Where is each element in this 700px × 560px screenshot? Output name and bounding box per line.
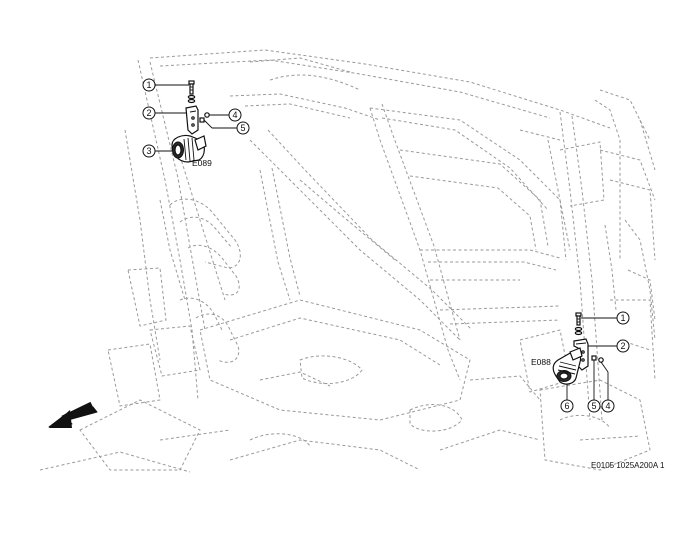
lower-nut <box>591 355 597 361</box>
upper-callout-connector-label: 3 <box>146 146 151 156</box>
upper-connector <box>171 134 207 163</box>
upper-callout-bracket: 2 <box>142 106 156 120</box>
lower-callout-connector-label: 6 <box>564 401 569 411</box>
upper-callout-nut-label: 5 <box>240 123 245 133</box>
lower-callout-bolt-label: 1 <box>620 313 625 323</box>
drawing-reference-code: E0105 1025A200A 1 <box>591 461 665 470</box>
upper-washer <box>204 112 210 118</box>
upper-callout-bracket-label: 2 <box>146 108 151 118</box>
upper-callout-washer: 4 <box>228 108 242 122</box>
lower-callout-bracket-label: 2 <box>620 341 625 351</box>
lower-callout-bolt: 1 <box>616 311 630 325</box>
upper-callout-bolt-label: 1 <box>146 80 151 90</box>
lower-callout-nut-label: 5 <box>591 401 596 411</box>
vehicle-frame-outline <box>39 49 656 473</box>
lower-callout-connector: 6 <box>560 399 574 413</box>
lower-callout-washer-label: 4 <box>605 401 610 411</box>
lower-bolt <box>575 312 582 326</box>
upper-nut <box>199 117 205 123</box>
upper-assembly: 1 2 3 4 5 E089 <box>142 78 250 168</box>
upper-bolt <box>188 80 195 95</box>
upper-callout-connector: 3 <box>142 144 156 158</box>
lower-callout-nut: 5 <box>587 399 601 413</box>
upper-bracket <box>185 105 199 135</box>
lower-connector <box>552 347 583 385</box>
lower-washer <box>598 357 604 363</box>
lower-assembly: 1 2 6 5 4 E088 <box>531 311 630 413</box>
lower-callout-bracket: 2 <box>616 339 630 353</box>
lower-component-code: E088 <box>531 357 551 367</box>
upper-callout-nut: 5 <box>236 121 250 135</box>
upper-callout-washer-label: 4 <box>232 110 237 120</box>
upper-component-code: E089 <box>192 158 212 168</box>
upper-callout-bolt: 1 <box>142 78 156 92</box>
front-direction-arrow-icon <box>48 401 98 428</box>
lower-callout-washer: 4 <box>601 399 615 413</box>
